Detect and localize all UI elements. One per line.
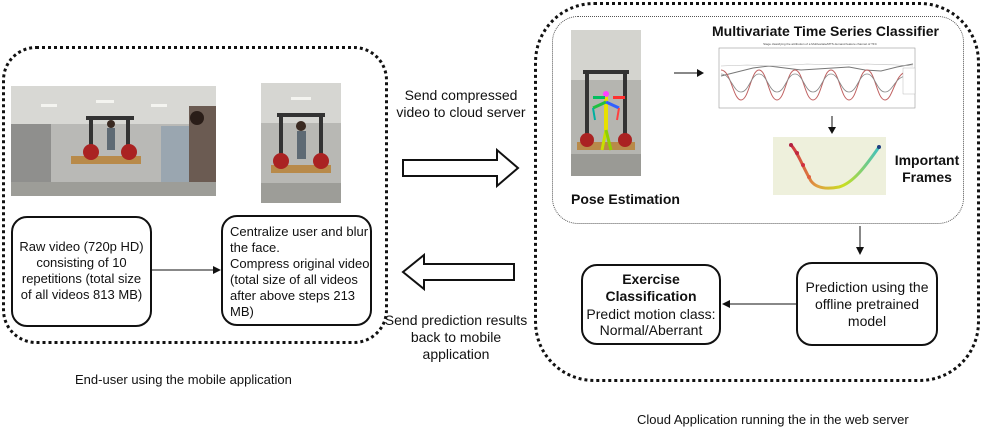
raw-video-text: Raw video (720p HD) consisting of 10 rep… [19,239,144,302]
raw-video-box [11,216,152,327]
time-series-plot: Stage classifying the attribution of a M… [707,40,933,116]
return-results-label: Send prediction results back to mobile a… [384,312,528,362]
classifier-title: Multivariate Time Series Classifier [712,23,939,39]
mobile-app-region [2,46,388,344]
cropped-video-frame [261,83,341,203]
exercise-classification-text: Predict motion class: Normal/Aberrant [586,306,716,338]
raw-video-frame [11,86,216,196]
pose-estimation-label: Pose Estimation [571,191,680,207]
preprocess-box [221,215,372,326]
prediction-box [796,262,938,346]
important-frames-plot [773,137,886,195]
cloud-app-region [534,2,980,382]
exercise-classification-title: Exercise Classification [605,271,697,304]
exercise-classification-box [581,264,721,345]
preprocess-text: Centralize user and blur the face. Compr… [230,224,370,319]
feature-extraction-region [552,16,964,224]
mobile-caption: End-user using the mobile application [75,372,292,387]
time-series-plot-title: Stage classifying the attribution of a M… [763,42,878,46]
send-video-label: Send compressed video to cloud server [396,87,526,120]
cloud-caption: Cloud Application running the in the web… [637,412,909,427]
pose-estimation-image [571,30,641,176]
important-frames-label: Important Frames [894,152,960,185]
prediction-text: Prediction using the offline pretrained … [805,279,929,329]
